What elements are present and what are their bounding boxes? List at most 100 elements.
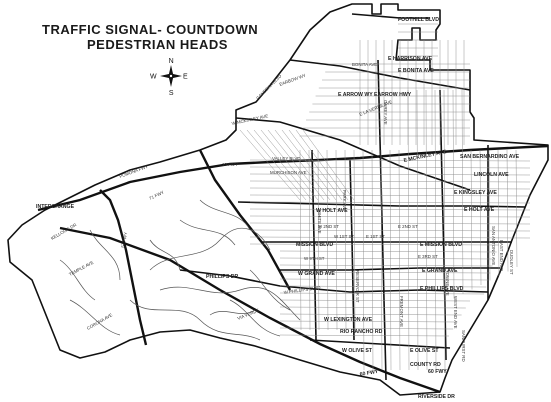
map-title-line-1: TRAFFIC SIGNAL- COUNTDOWN xyxy=(42,22,258,37)
minor-street-ns xyxy=(380,149,383,371)
minor-street-diagonal xyxy=(274,129,331,201)
minor-street-ns xyxy=(362,149,365,371)
minor-street-ns xyxy=(497,149,500,277)
freeway-57 xyxy=(99,189,148,346)
label-e-kingsley: E KINGSLEY AVE xyxy=(454,190,497,196)
minor-street-ew xyxy=(279,271,491,274)
label-60-fwy-2: 60 FWY xyxy=(359,369,379,378)
minor-street-ns xyxy=(353,149,356,331)
minor-street-diagonal xyxy=(239,129,301,201)
label-71-fwy: 71 FWY xyxy=(148,190,165,201)
minor-street-ew xyxy=(249,243,499,246)
city-boundary xyxy=(7,3,549,396)
minor-street-ns xyxy=(398,149,401,371)
minor-street-ns xyxy=(443,89,446,371)
label-bonita: BONITA AVE xyxy=(352,62,377,67)
minor-street-diagonal xyxy=(295,129,349,201)
label-e-2nd: E 2ND ST xyxy=(398,224,418,229)
label-murchison: MURCHISON AVE xyxy=(270,170,307,175)
label-dudley: DUDLEY ST xyxy=(509,250,514,275)
minor-street-diagonal xyxy=(288,129,343,201)
residential-street xyxy=(209,309,256,316)
minor-street-ew xyxy=(279,334,450,337)
label-san-bernardino: SAN BERNARDINO AVE xyxy=(460,154,520,160)
label-county-rd: COUNTY RD xyxy=(410,362,441,368)
residential-street xyxy=(149,239,181,271)
minor-street-ns xyxy=(335,149,338,331)
minor-street-ew xyxy=(279,278,489,281)
freeway-71 xyxy=(198,149,292,291)
label-garey: GAREY AVE xyxy=(383,100,388,125)
minor-street-ns xyxy=(479,149,482,286)
minor-street-ns xyxy=(470,149,473,290)
label-w-9th: W 9TH ST xyxy=(304,256,325,261)
minor-street-grid xyxy=(239,23,531,371)
residential-street xyxy=(159,286,301,321)
label-foothill: FOOTHILL BLVD xyxy=(398,17,439,23)
label-ganesha: GANESHA BLVD xyxy=(255,73,282,100)
label-east-end: EAST END AVE xyxy=(499,240,504,271)
minor-street-ew xyxy=(249,236,531,239)
label-e-bonita: E BONITA AVE xyxy=(398,68,434,74)
minor-street-ns xyxy=(371,149,374,371)
compass-e: E xyxy=(183,74,188,81)
label-w-1st: W 1ST ST xyxy=(334,234,354,239)
minor-street-ew xyxy=(279,264,493,267)
label-e-mission: E MISSION BLVD xyxy=(420,242,462,248)
label-w-grand: W GRAND AVE xyxy=(298,271,335,277)
minor-street-diagonal xyxy=(253,129,313,201)
minor-street-diagonal xyxy=(246,129,307,201)
minor-street-ew xyxy=(249,229,531,232)
minor-street-ns xyxy=(299,149,302,331)
label-reservoir: RESERVOIR ST xyxy=(355,270,360,303)
residential-curvy-streets xyxy=(59,199,301,341)
label-park: PARK AVE xyxy=(342,190,347,211)
minor-street-ns xyxy=(344,149,347,331)
label-riverside: RIVERSIDE DR xyxy=(418,394,455,400)
street-foothill xyxy=(351,13,430,19)
minor-street-ns xyxy=(434,89,437,371)
label-lincoln: LINCOLN AVE xyxy=(474,172,509,178)
freeway-60 xyxy=(59,226,441,394)
street-towne xyxy=(439,89,447,361)
residential-street xyxy=(69,299,121,336)
label-via-verde: VIA VERDE xyxy=(237,308,260,321)
label-e-holt: E HOLT AVE xyxy=(464,207,495,213)
minor-street-ew xyxy=(279,299,471,302)
label-e-arrow: E ARROW WY EARROW HWY xyxy=(338,92,412,98)
compass-s: S xyxy=(169,90,174,97)
label-e-olive: E OLIVE ST xyxy=(410,348,439,354)
label-temple: TEMPLE AVE xyxy=(68,260,94,277)
minor-street-ew xyxy=(279,313,462,316)
minor-street-ns xyxy=(425,89,428,371)
residential-street xyxy=(59,259,96,301)
minor-street-ns xyxy=(416,89,419,371)
minor-street-ew xyxy=(249,215,531,218)
residential-street xyxy=(149,228,271,271)
street-garey xyxy=(377,59,387,381)
minor-street-ns xyxy=(452,89,455,299)
street-grand xyxy=(280,267,500,271)
label-e-harrison: E HARRISON AVE xyxy=(388,56,433,62)
minor-street-ew xyxy=(249,159,531,162)
label-w-phillips: W PHILLIPS BLVD xyxy=(283,285,320,295)
minor-street-ns xyxy=(488,149,491,281)
minor-street-ew xyxy=(249,222,531,225)
label-w-olive: W OLIVE ST xyxy=(342,348,373,354)
label-towne: TOWNE AVE xyxy=(445,270,450,296)
label-white: WHITE AVE xyxy=(317,210,322,234)
label-w-lexington: W LEXINGTON AVE xyxy=(324,317,373,323)
label-fremont: FREMONT AVE xyxy=(399,296,404,327)
minor-street-ns xyxy=(461,89,464,295)
label-w-2nd: W 2ND ST xyxy=(318,224,339,229)
residential-street xyxy=(229,299,281,337)
label-san-antonio: SAN ANTONIO AVE xyxy=(491,226,496,265)
street-olive xyxy=(309,339,451,349)
label-phillips-dr: PHILLIPS DR xyxy=(206,274,239,280)
minor-street-ew xyxy=(249,201,531,204)
label-e-phillips: E PHILLIPS BLVD xyxy=(420,286,464,292)
label-e-grand: E GRAND AVE xyxy=(422,268,458,274)
label-e-1st: E 1ST ST xyxy=(366,234,385,239)
minor-street-ns xyxy=(515,149,518,268)
